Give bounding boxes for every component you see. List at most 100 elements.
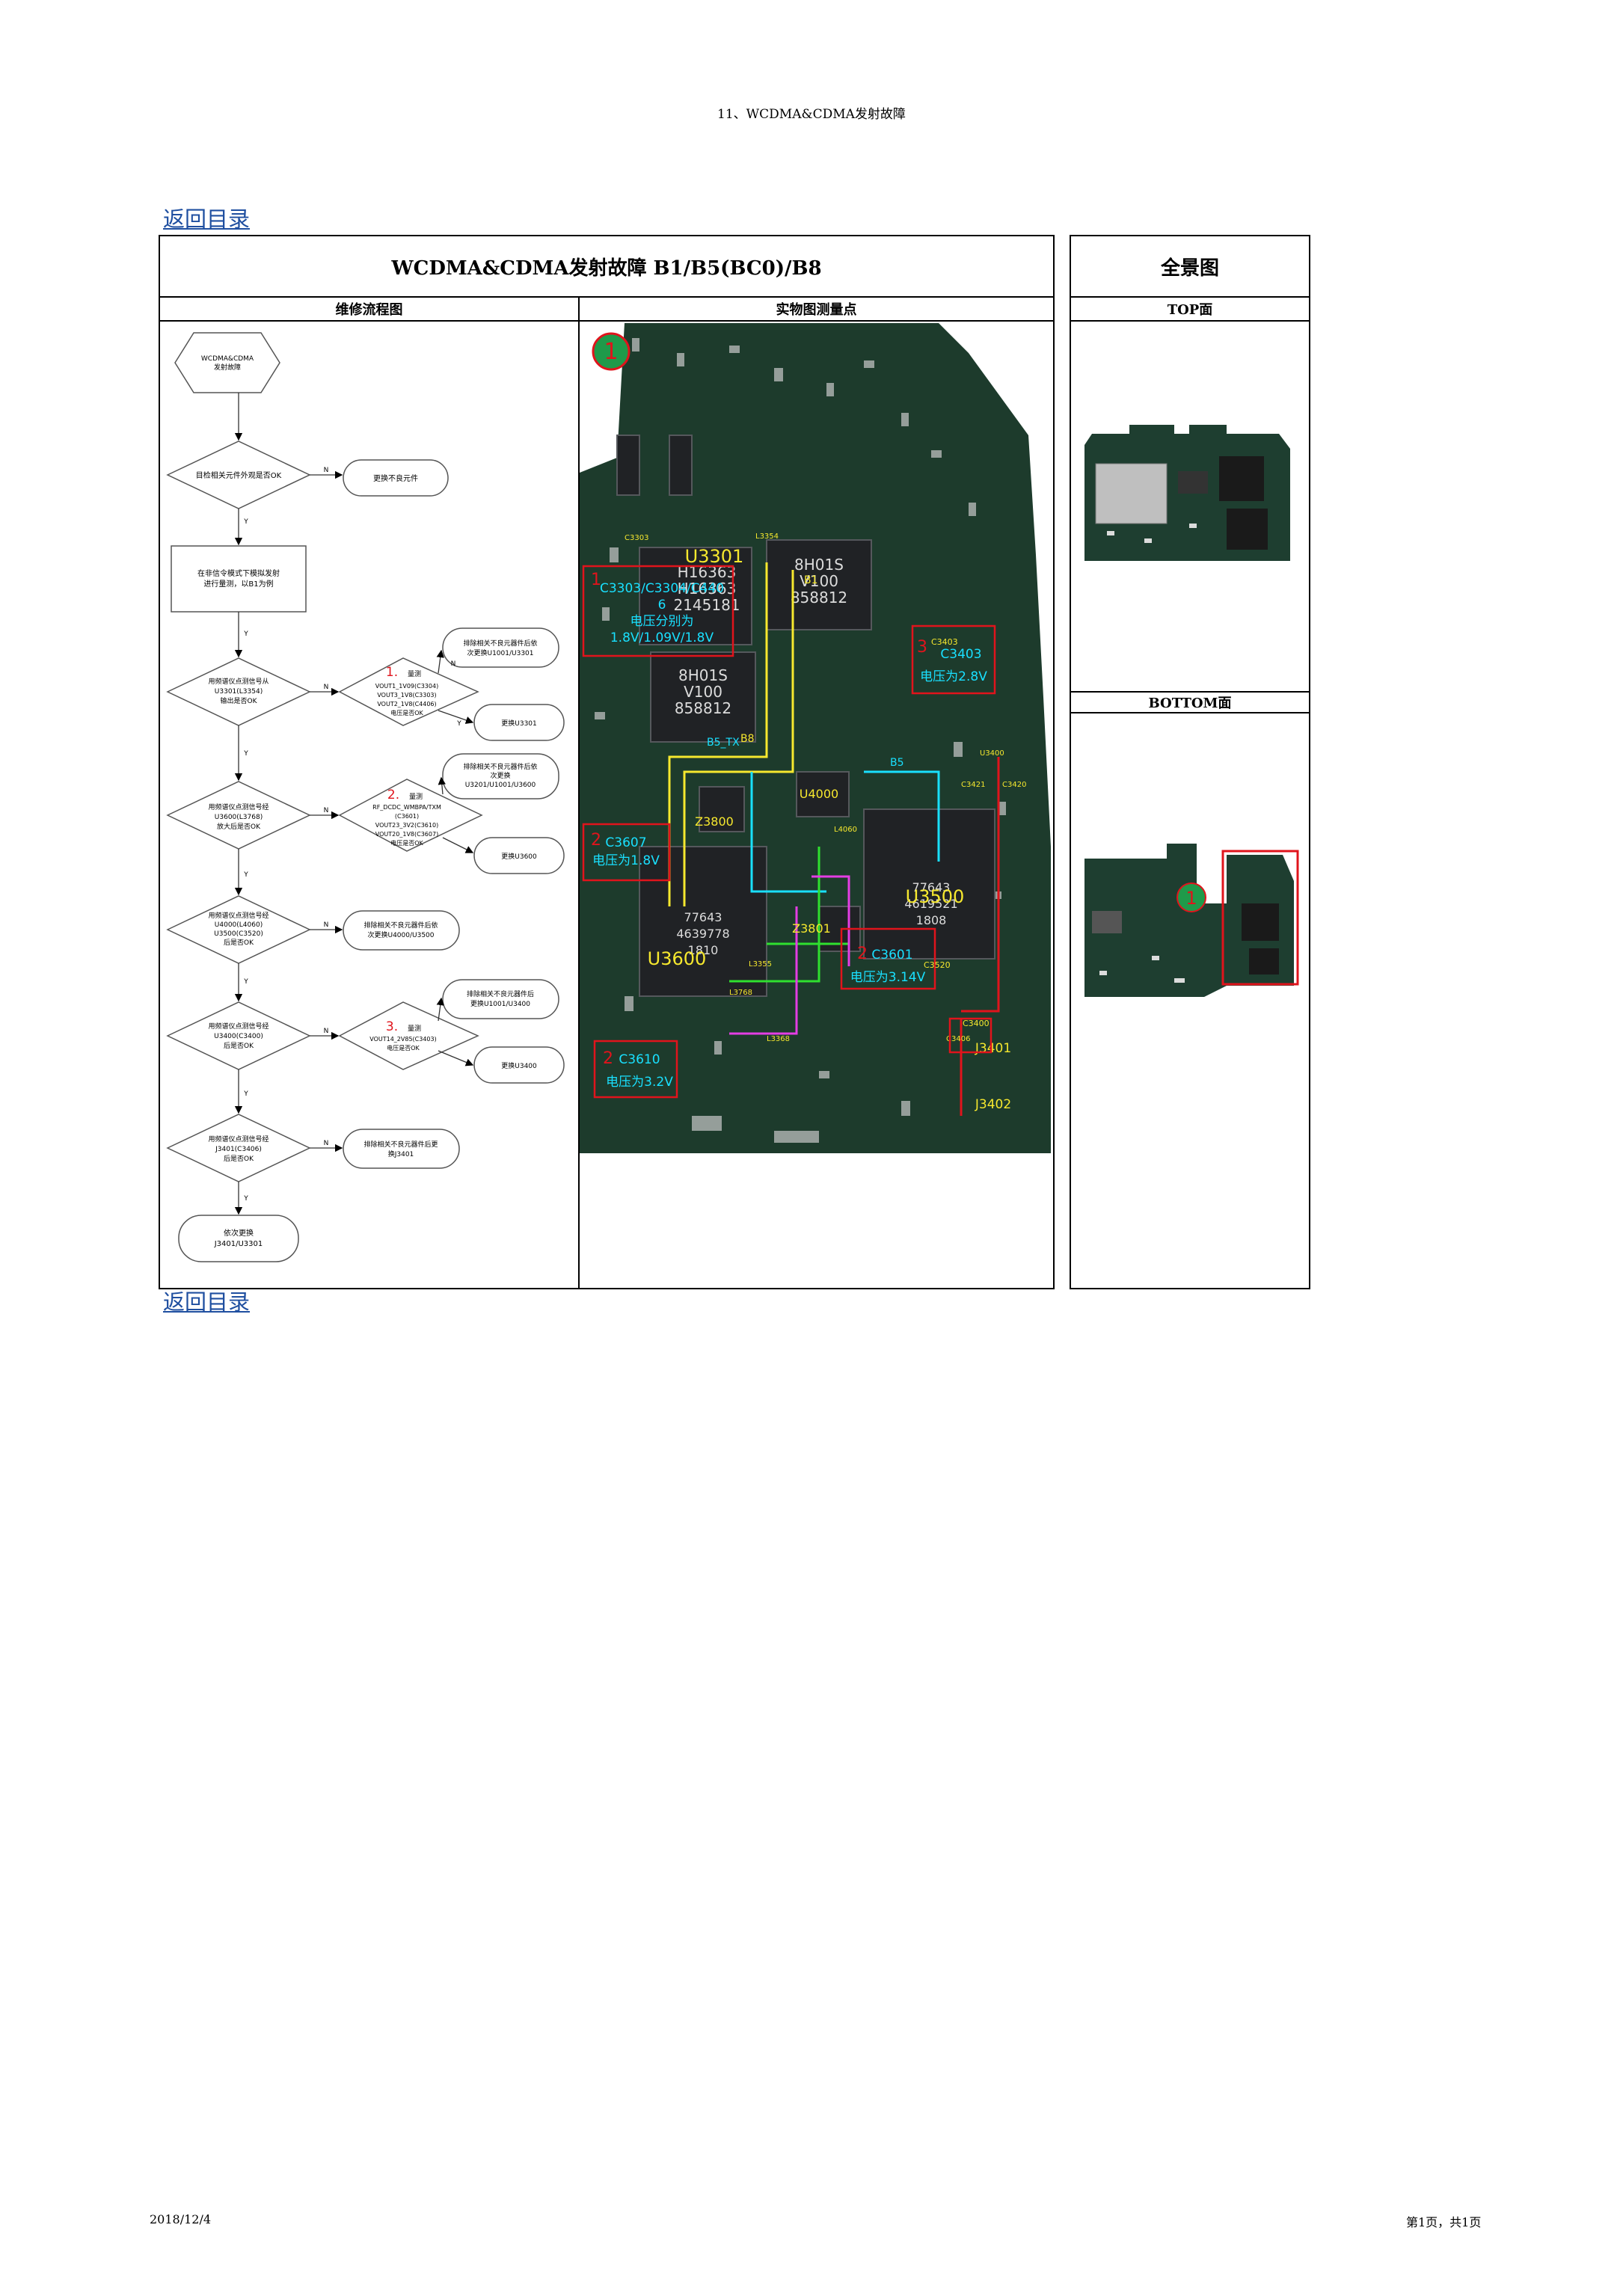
q4-diamond <box>166 895 311 964</box>
chip-b-mark-1: 8H01S <box>678 666 728 684</box>
q6-no-line-2: 换J3401 <box>388 1149 414 1158</box>
pcb-photo: H16363 H16363 2145181 8H01S V100 858812 … <box>580 323 1053 1156</box>
note-box-5 <box>593 1040 678 1099</box>
m1-yes-text: 更换U3301 <box>501 719 537 728</box>
top-side-header: TOP面 <box>1070 296 1310 322</box>
chip-u3600 <box>639 846 767 997</box>
step-circle-number: 1 <box>604 339 618 365</box>
end-line-1: 依次更换 <box>224 1228 254 1238</box>
label-z3801: Z3801 <box>792 921 831 936</box>
q4-line-4: 后是否OK <box>224 939 254 947</box>
q6-line-3: 后是否OK <box>224 1155 254 1163</box>
label-u3600: U3600 <box>648 948 707 969</box>
q6-no-box <box>343 1129 460 1169</box>
connector-left-a <box>616 435 640 496</box>
overview-title: 全景图 <box>1070 235 1310 298</box>
q4-yes-mark: Y <box>243 978 248 986</box>
label-c3400: C3400 <box>963 1019 990 1028</box>
q6-no-mark: N <box>324 1140 329 1147</box>
note5-num: 2 <box>603 1049 613 1068</box>
label-c3520: C3520 <box>924 960 951 970</box>
m1-no-box <box>442 627 559 668</box>
chip-a-mark-1: 8H01S <box>794 556 844 574</box>
note-box-3 <box>911 624 996 695</box>
m1-number: 1. <box>386 665 398 680</box>
label-b5: B5 <box>890 757 904 769</box>
label-z3800: Z3800 <box>695 814 734 829</box>
proc-line-1: 在非信令模式下模拟发射 <box>197 568 280 578</box>
m2-no-line-2: 次更换 <box>490 771 510 780</box>
m1-label: 量测 <box>408 670 421 678</box>
q3-line-1: 用频谱仪点测信号经 <box>208 802 269 811</box>
overview-bottom-image: 1 <box>1084 844 1299 997</box>
overview-step-number: 1 <box>1185 888 1197 909</box>
u3600-mark-2: 4639778 <box>676 927 729 941</box>
end-line-2: J3401/U3301 <box>214 1240 263 1248</box>
m3-diamond <box>338 1001 479 1070</box>
start-line-2: 发射故障 <box>214 363 241 372</box>
bottom-view-cell <box>1070 712 1310 1289</box>
m3-no-box <box>442 979 559 1019</box>
label-c3420: C3420 <box>1002 781 1026 789</box>
u3500-mark-3: 1808 <box>916 913 947 927</box>
q4-no-box <box>343 910 460 951</box>
label-u4000: U4000 <box>800 787 838 801</box>
q6-line-2: J3401(C3406) <box>215 1146 262 1153</box>
overview-step-circle <box>1176 883 1206 912</box>
m3-line-1: VOUT14_2V85(C3403) <box>369 1036 436 1043</box>
label-c3303: C3303 <box>625 534 648 542</box>
q6-no-line-1: 排除相关不良元器件后更 <box>363 1140 438 1149</box>
note-box-1 <box>582 565 734 657</box>
m2-label: 量测 <box>409 793 423 801</box>
back-to-contents-link[interactable]: 返回目录 <box>163 206 251 232</box>
m2-line-4: VOUT20_1V8(C3607) <box>375 831 438 838</box>
q5-line-3: 后是否OK <box>224 1042 254 1050</box>
m3-label: 量测 <box>408 1025 421 1033</box>
m1-line-2: VOUT3_1V8(C3303) <box>377 692 436 699</box>
q3-no-mark: N <box>324 807 329 814</box>
footer-page: 第1页，共1页 <box>1406 2215 1482 2229</box>
m2-no-line-1: 排除相关不良元器件后依 <box>463 762 537 771</box>
note2-num: 2 <box>591 831 601 850</box>
trace-b1 <box>683 570 794 906</box>
note1-line3: 电压分别为 <box>631 614 694 629</box>
m1-no-mark: N <box>451 660 456 668</box>
m3-number: 3. <box>386 1019 398 1034</box>
connector-left-b <box>669 435 693 496</box>
q2-line-3: 输出是否OK <box>221 696 258 705</box>
label-l3354: L3354 <box>755 532 779 541</box>
note-box-4 <box>840 927 936 990</box>
m2-no-box <box>442 753 559 799</box>
note1-line1: C3303/C3304/C440 <box>600 581 724 596</box>
label-c3406: C3406 <box>946 1035 970 1043</box>
m1-yes-box <box>473 704 565 741</box>
q6-line-1: 用频谱仪点测信号经 <box>208 1135 269 1144</box>
note1-line2: 6 <box>658 598 666 613</box>
note4-line2: 电压为3.14V <box>850 970 926 985</box>
q4-no-line-2: 次更换U4000/U3500 <box>367 930 434 939</box>
m2-line-2: (C3601) <box>395 813 419 820</box>
q3-line-2: U3600(L3768) <box>215 814 263 821</box>
process-box <box>171 545 307 613</box>
trace-red <box>961 757 1000 1013</box>
table-title: WCDMA&CDMA发射故障 B1/B5(BC0)/B8 <box>159 235 1055 298</box>
label-l3368: L3368 <box>767 1035 790 1043</box>
overview-top-image <box>1084 425 1290 561</box>
label-j3401: J3401 <box>975 1041 1011 1056</box>
label-j3402: J3402 <box>975 1097 1011 1112</box>
q2-no-mark: N <box>324 684 329 691</box>
col-flow-header: 维修流程图 <box>159 296 580 322</box>
q5-yes-mark: Y <box>243 1090 248 1098</box>
q4-line-1: 用频谱仪点测信号经 <box>208 911 269 920</box>
m2-yes-box <box>473 837 565 874</box>
m1-yes-mark: Y <box>456 720 461 728</box>
label-u3500: U3500 <box>906 886 965 907</box>
m3-line-2: 电压是否OK <box>387 1044 420 1052</box>
note4-line1: C3601 <box>871 948 912 963</box>
label-b1: B1 <box>804 574 818 586</box>
q1-text: 目检相关元件外观是否OK <box>196 470 282 480</box>
bottom-highlight-box <box>1221 850 1299 986</box>
q5-line-1: 用频谱仪点测信号经 <box>208 1022 269 1031</box>
trace-b5-tx <box>750 772 826 893</box>
back-to-contents-link-bottom[interactable]: 返回目录 <box>163 1289 251 1315</box>
